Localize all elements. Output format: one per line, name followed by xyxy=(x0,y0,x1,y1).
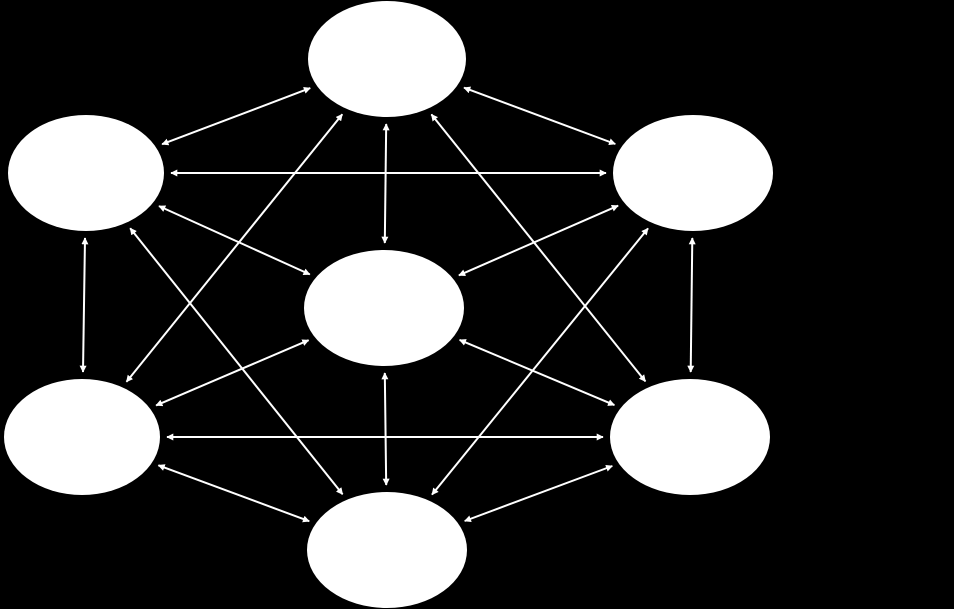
node-lower-right xyxy=(610,379,770,495)
edge-top-to-upper-left xyxy=(161,87,311,146)
edge-upper-left-to-bottom xyxy=(129,227,344,495)
node-upper-left xyxy=(8,115,164,231)
edge-top-to-center xyxy=(381,123,390,244)
node-top xyxy=(308,1,466,117)
edge-center-to-lower-left xyxy=(155,339,310,407)
node-center xyxy=(304,250,464,366)
edge-upper-right-to-lower-right xyxy=(687,237,696,373)
edge-lower-left-to-bottom xyxy=(157,464,310,523)
node-upper-right xyxy=(613,115,773,231)
edge-top-to-upper-right xyxy=(463,86,616,146)
edge-upper-left-to-center xyxy=(158,205,311,276)
edge-center-to-lower-right xyxy=(458,338,616,407)
edge-upper-left-to-lower-left xyxy=(79,237,89,373)
node-lower-left xyxy=(4,379,160,495)
node-bottom xyxy=(307,492,467,608)
edge-center-to-bottom xyxy=(381,372,390,486)
edge-lower-right-to-bottom xyxy=(464,464,613,523)
edges-layer xyxy=(79,86,696,523)
edge-upper-right-to-center xyxy=(458,204,619,277)
nodes-layer xyxy=(4,1,773,608)
